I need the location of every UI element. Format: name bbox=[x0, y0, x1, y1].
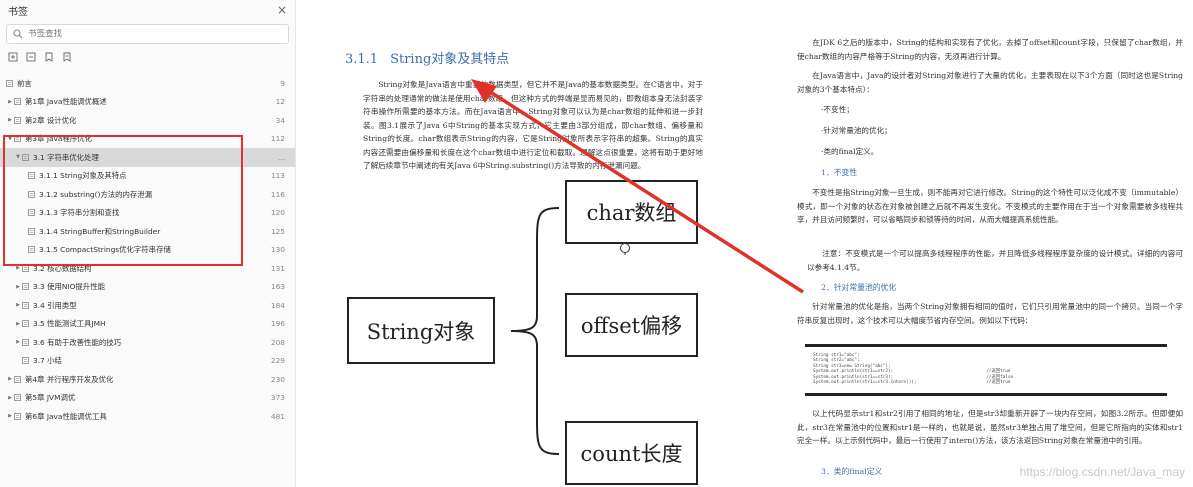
bookmark-icon bbox=[28, 246, 35, 254]
code-line: String str1="abc"; bbox=[813, 353, 860, 358]
bookmark-search-box[interactable] bbox=[6, 24, 289, 44]
bookmark-icon bbox=[22, 357, 29, 365]
expand-arrow-icon[interactable]: ▶ bbox=[16, 302, 20, 309]
code-line: String str2="abc"; bbox=[813, 358, 860, 364]
subheading: 3．类的final定义 bbox=[821, 467, 883, 476]
expand-arrow-icon[interactable]: ▶ bbox=[8, 98, 12, 105]
bookmark-icon bbox=[6, 79, 13, 87]
bookmark-icon bbox=[28, 227, 35, 235]
subheading: 1．不变性 bbox=[821, 168, 858, 177]
bookmark-icon bbox=[22, 301, 29, 309]
diagram-child-box-offset: offset偏移 bbox=[565, 293, 698, 357]
expand-arrow-icon[interactable]: ▶ bbox=[8, 117, 12, 124]
bookmark-icon bbox=[28, 209, 35, 217]
paragraph: 针对常量池的优化是指，当两个String对象拥有相同的值时，它们只引用常量池中的… bbox=[797, 302, 1183, 325]
page-right: 在JDK 6之后的版本中，String的结构和实现有了优化，去掉了offset和… bbox=[797, 0, 1193, 487]
bookmark-icon bbox=[22, 320, 29, 328]
expand-arrow-icon[interactable]: ▶ bbox=[8, 413, 12, 420]
list-item: ·针对常量池的优化； bbox=[821, 126, 892, 135]
diagram-child-box-char: char数组 bbox=[565, 180, 698, 244]
diagram-child-box-count: count长度 bbox=[565, 421, 698, 485]
paragraph: 在JDK 6之后的版本中，String的结构和实现有了优化，去掉了offset和… bbox=[797, 38, 1183, 61]
page-left: 3.1.1 String对象及其特点 String对象是Java语言中重要的数据类… bbox=[297, 0, 777, 487]
bookmark-icon bbox=[22, 283, 29, 291]
expand-arrow-icon[interactable]: ▶ bbox=[16, 265, 20, 272]
code-line: System.out.println(str1==str2); //返回true bbox=[813, 369, 1011, 375]
note-paragraph: 注意：不变模式是一个可以提高多线程程序的性能，并且降低多线程程序复杂度的设计模式… bbox=[807, 249, 1183, 272]
add-bookmark-icon[interactable] bbox=[44, 52, 54, 62]
expand-arrow-icon[interactable]: ▶ bbox=[8, 394, 12, 401]
mouse-pointer-icon bbox=[620, 243, 630, 255]
close-icon[interactable]: × bbox=[276, 3, 287, 17]
section-title-text: String对象及其特点 bbox=[390, 52, 510, 67]
bookmark-icon bbox=[14, 116, 21, 124]
sidebar-header: 书签 × bbox=[0, 0, 295, 20]
section-number: 3.1.1 bbox=[345, 52, 379, 67]
paragraph: 在Java语言中，Java的设计者对String对象进行了大量的优化，主要表现在… bbox=[797, 71, 1183, 94]
code-line: System.out.println(str1==str3); //返回fals… bbox=[813, 374, 1014, 380]
watermark-text: https://blog.csdn.net/Java_may bbox=[1019, 465, 1185, 479]
curly-brace bbox=[510, 207, 560, 455]
expand-arrow-icon[interactable]: ▶ bbox=[16, 320, 20, 327]
paragraph: 以上代码显示str1和str2引用了相同的地址，但是str3却重新开辟了一块内存… bbox=[797, 409, 1183, 445]
bookmark-icon bbox=[28, 190, 35, 198]
search-icon bbox=[13, 29, 23, 39]
collapse-arrow-icon[interactable]: ▼ bbox=[16, 154, 20, 161]
document-viewer: 3.1.1 String对象及其特点 String对象是Java语言中重要的数据类… bbox=[297, 0, 1193, 487]
bookmark-icon bbox=[22, 153, 29, 161]
collapse-all-icon[interactable] bbox=[26, 52, 36, 62]
bookmark-icon bbox=[14, 98, 21, 106]
section-title: 3.1.1 String对象及其特点 bbox=[345, 48, 509, 67]
expand-arrow-icon[interactable]: ▶ bbox=[16, 283, 20, 290]
bookmark-icon bbox=[14, 375, 21, 383]
diagram-root-box: String对象 bbox=[347, 297, 495, 364]
bookmark-icon bbox=[22, 264, 29, 272]
bookmark-icon bbox=[14, 394, 21, 402]
bookmark-search-input[interactable] bbox=[28, 29, 268, 39]
bookmark-icon bbox=[14, 412, 21, 420]
sidebar-title: 书签 bbox=[8, 6, 28, 18]
code-line: System.out.println(str1==str3.intern());… bbox=[813, 380, 1011, 386]
subheading: 2．针对常量池的优化 bbox=[821, 283, 897, 292]
toc-item-selected[interactable]: ▼3.1 字符串优化处理... bbox=[0, 148, 295, 167]
expand-arrow-icon[interactable]: ▶ bbox=[8, 376, 12, 383]
bookmark-icon bbox=[28, 172, 35, 180]
bookmark-icon bbox=[22, 338, 29, 346]
collapse-arrow-icon[interactable]: ▼ bbox=[8, 135, 12, 142]
body-paragraph: String对象是Java语言中重要的数据类型，但它并不是Java的基本数据类型… bbox=[363, 80, 703, 170]
code-block: String str1="abc";String str2="abc";Stri… bbox=[805, 344, 1167, 396]
expand-all-icon[interactable] bbox=[8, 52, 18, 62]
sidebar-toolbar bbox=[0, 44, 295, 68]
paragraph: 不变性是指String对象一旦生成，则不能再对它进行修改。String的这个特性… bbox=[797, 188, 1183, 224]
code-line: String str3=new String("abc"); bbox=[813, 363, 891, 369]
expand-arrow-icon[interactable]: ▶ bbox=[16, 339, 20, 346]
list-item: ·不变性； bbox=[821, 105, 854, 114]
list-item: ·类的final定义。 bbox=[821, 147, 879, 156]
delete-bookmark-icon[interactable] bbox=[62, 52, 72, 62]
bookmark-icon bbox=[14, 135, 21, 143]
